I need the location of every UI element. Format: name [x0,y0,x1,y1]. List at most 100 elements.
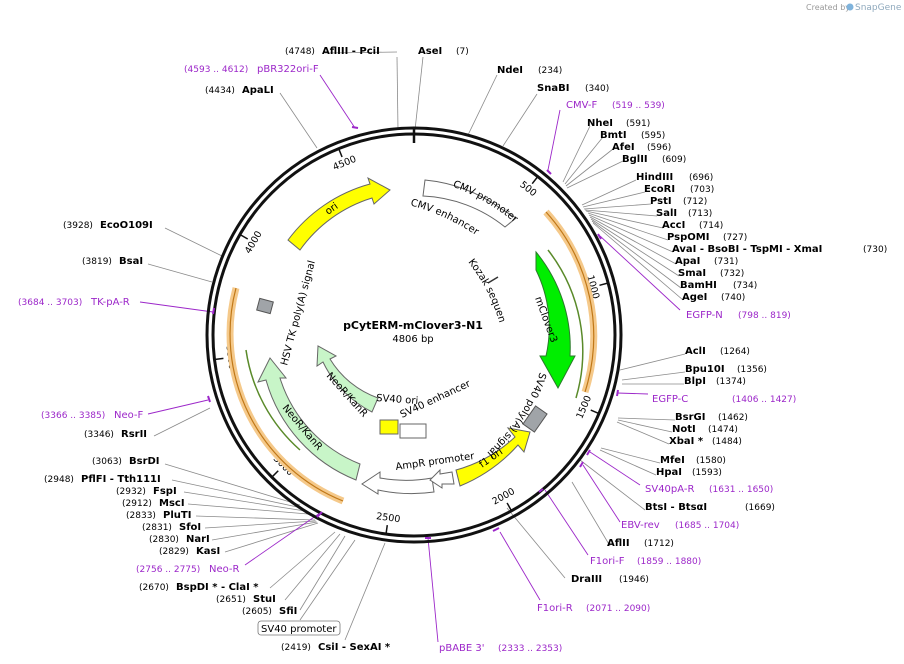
enzyme-position: (2670) [139,583,169,593]
enzyme-position: (740) [721,293,745,303]
enzyme-name: SfiI [279,606,297,617]
enzyme-name: MscI [159,498,185,509]
primer-labels: (4593 .. 4612)pBR322ori-F CMV-F(519 .. 5… [18,64,796,654]
primer-range: (1406 .. 1427) [732,395,796,405]
primer-range: (1859 .. 1880) [637,557,701,567]
enzyme-position: (596) [647,143,671,153]
enzyme-position: (1593) [692,468,722,478]
primer-leaders [139,74,681,643]
primer-name: SV40pA-R [645,484,694,495]
neor-inner-arrow [316,345,379,413]
enzyme-name: FspI [153,486,177,497]
primer-name: F1ori-F [590,556,625,567]
enzyme-name: BsrDI [129,456,160,467]
neor-outer-label: NeoR/KanR [280,403,324,453]
tick-mark [506,502,512,511]
enzyme-name: EcoRI [644,184,675,195]
enzyme-name: SalI [656,208,677,219]
cmv-enhancer-arrow [422,179,517,228]
plasmid-name: pCytERM-mClover3-N1 [343,319,483,332]
primer-name: EBV-rev [621,520,660,531]
enzyme-position: (2605) [242,607,272,617]
kozak-mark [487,276,499,284]
enzyme-position: (591) [626,119,650,129]
enzyme-position: (730) [863,245,887,255]
tick-mark [531,176,538,185]
enzyme-name: SfoI [179,522,201,533]
primer-name: Neo-R [209,564,240,575]
enzyme-name: BmtI [600,130,627,141]
enzyme-position: (2829) [159,547,189,557]
tick-label: 1500 [575,394,595,421]
primer-range: (3366 .. 3385) [41,411,105,421]
enzyme-name: BsrGI [675,412,705,423]
sv40-promoter-label: SV40 promoter [261,624,337,635]
primer-range: (1631 .. 1650) [709,485,773,495]
enzyme-position: (1484) [712,437,742,447]
enzyme-name: Bpu10I [685,364,725,375]
primer-range: (3684 .. 3703) [18,298,82,308]
ampr-promoter-small-arrow [429,468,455,489]
enzyme-name: BamHI [680,280,717,291]
leader-lines [147,51,686,641]
primer-range: (2071 .. 2090) [586,604,650,614]
primer-range: (798 .. 819) [738,311,791,321]
enzyme-position: (2833) [126,511,156,521]
tick-mark [590,409,599,414]
enzyme-name: KasI [196,546,220,557]
enzyme-position: (3928) [63,221,93,231]
enzyme-position: (1946) [619,575,649,585]
enzyme-name: DraIII [571,574,602,585]
enzyme-position: (731) [714,257,738,267]
tick-label: 2500 [376,511,401,525]
sv40-polya-box [522,405,548,433]
sv40-enhancer-box [399,423,427,439]
enzyme-position: (1580) [696,456,726,466]
hsv-tk-polya-box [256,297,274,315]
primer-marks [207,126,619,539]
credit-brand: SnapGene [855,3,902,13]
enzyme-position: (727) [723,233,747,243]
primer-name: pBABE 3' [439,643,485,654]
f1-ori-arrow [455,427,531,487]
enzyme-name: BsaI [119,256,143,267]
neor-outer-arrow [257,357,361,481]
enzyme-position: (712) [683,197,707,207]
enzyme-name: NotI [672,424,696,435]
snapgene-credit: Created by SnapGene [806,3,902,13]
enzyme-name: AgeI [682,292,707,303]
enzyme-name: EcoO109I [100,220,153,231]
primer-name: CMV-F [566,100,597,111]
enzyme-position: (734) [733,281,757,291]
enzyme-position: (714) [699,221,723,231]
enzyme-name: AfeI [612,142,635,153]
tick-mark [385,525,389,534]
enzyme-position: (1356) [737,365,767,375]
primer-name: EGFP-N [686,310,723,321]
enzyme-name: XbaI * [669,436,704,447]
enzyme-name: MfeI [660,455,685,466]
enzyme-name: BtsI - BtsαI [645,502,707,513]
primer-name: pBR322ori-F [257,64,319,75]
primer-name: Neo-F [114,410,144,421]
enzyme-name: PflFI - Tth111I [81,474,161,485]
enzyme-position: (4748) [285,47,315,57]
enzyme-position: (7) [456,47,469,57]
enzyme-name: PluTI [163,510,191,521]
sv40-ori-box [379,419,399,435]
hsv-tk-label: HSV TK poly(A) signal [279,259,318,366]
enzyme-name: AvaI - BsoBI - TspMI - XmaI [672,244,822,255]
ampr-promoter-arrow [361,471,435,495]
enzyme-position: (340) [585,84,609,94]
tick-label: 500 [517,179,538,199]
enzyme-name: PstI [650,196,672,207]
backbone [205,126,623,544]
tick-label: 2000 [490,486,516,507]
mclover3-arrow [535,250,576,390]
primer-name: TK-pA-R [90,297,130,308]
enzyme-name: ApaLI [242,85,274,96]
enzyme-labels-right: NdeI(234) SnaBI(340) NheI(591) BmtI(595)… [497,65,887,585]
enzyme-name: BlpI [684,376,706,387]
enzyme-position: (1712) [644,539,674,549]
enzyme-name: HpaI [656,467,682,478]
